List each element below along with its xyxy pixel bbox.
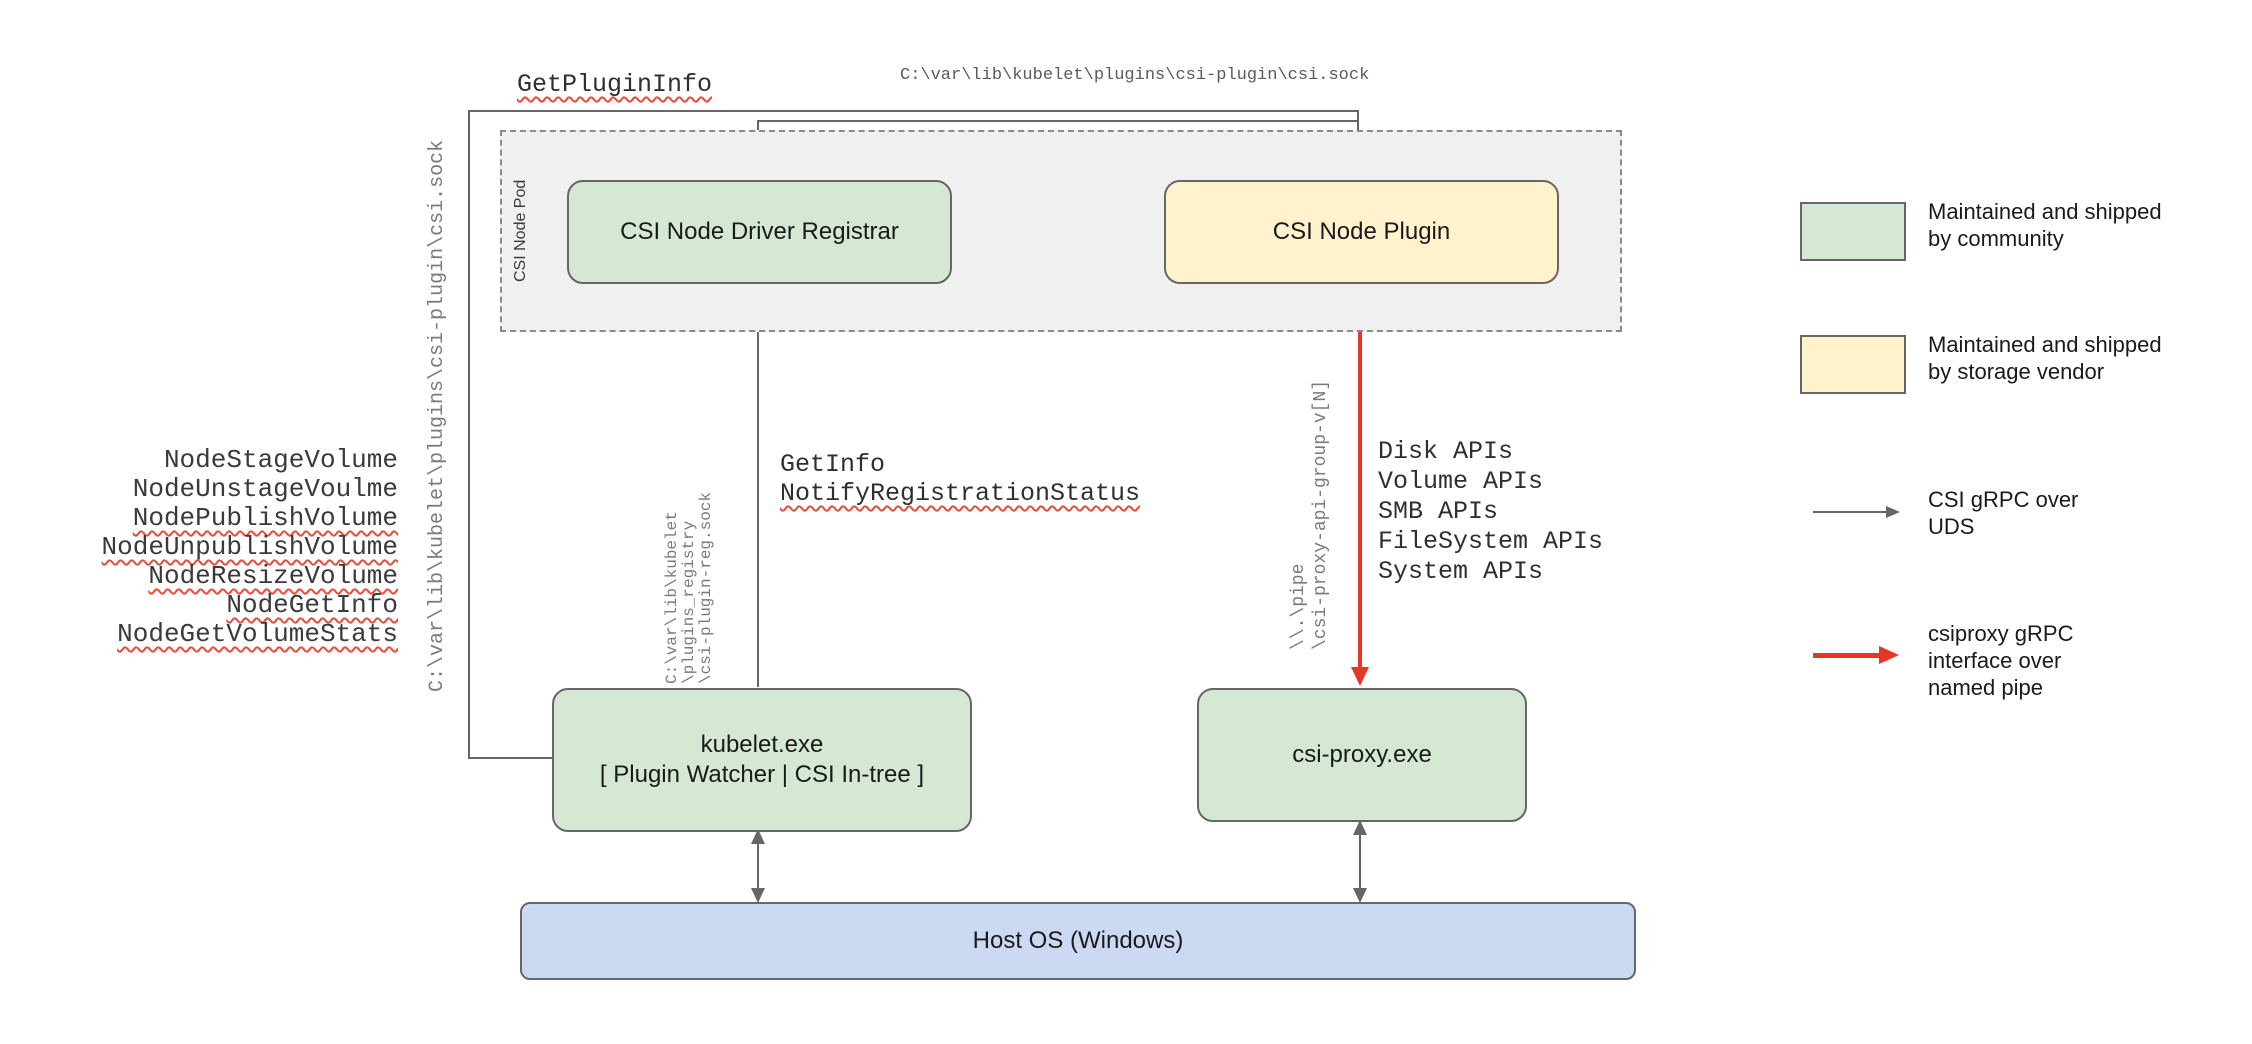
top-socket-path-label: C:\var\lib\kubelet\plugins\csi-plugin\cs… (900, 66, 1370, 85)
node-csi-node-driver-registrar: CSI Node Driver Registrar (567, 180, 952, 284)
kubelet-label-line1: kubelet.exe (700, 731, 824, 758)
rpc-node-get-volume-stats: NodeGetVolumeStats (117, 619, 398, 649)
edge-plugin-to-csiproxy-red (1358, 280, 1362, 672)
legend-community-line2: by community (1928, 226, 2064, 251)
legend-label-community: Maintained and shipped by community (1928, 198, 2162, 252)
arrowhead-up-csiproxy (1353, 820, 1367, 835)
legend-vendor-line2: by storage vendor (1928, 359, 2105, 384)
edge-kubelet-to-hostos (757, 832, 759, 900)
node-kubelet: kubelet.exe [ Plugin Watcher | CSI In-tr… (552, 688, 972, 832)
notify-registration-status-label: NotifyRegistrationStatus (780, 479, 1141, 508)
registration-rpcs-label: GetInfo NotifyRegistrationStatus (780, 450, 1140, 508)
node-csi-node-plugin: CSI Node Plugin (1164, 180, 1559, 284)
legend-uds-line2: UDS (1928, 514, 1975, 539)
named-pipe-label: \\.\pipe \csi-proxy-api-group-v[N] (1288, 380, 1332, 650)
legend-label-uds: CSI gRPC over UDS (1928, 486, 2078, 540)
legend-red-arrow-line (1813, 653, 1883, 658)
kubelet-label-line2: [ Plugin Watcher | CSI In-tree ] (599, 761, 925, 788)
edge-kubelet-left-stub (468, 757, 554, 759)
edge-csiproxy-to-hostos (1359, 822, 1361, 900)
legend-red-arrow-head (1879, 646, 1899, 664)
rpc-node-resize-volume: NodeResizeVolume (148, 561, 398, 591)
rpc-node-publish-volume: NodePublishVolume (132, 503, 398, 533)
node-csi-proxy: csi-proxy.exe (1197, 688, 1527, 822)
csi-proxy-label: csi-proxy.exe (1292, 741, 1432, 768)
legend-swatch-vendor (1800, 335, 1906, 394)
node-rpc-list: NodeStageVolume NodeUnstageVoulme NodePu… (90, 446, 398, 649)
rpc-node-unpublish-volume: NodeUnpublishVolume (101, 532, 398, 562)
edge-kubelet-to-registrar (757, 282, 759, 687)
rpc-node-unstage-volume: NodeUnstageVoulme (132, 474, 398, 504)
proxy-api-list: Disk APIs Volume APIs SMB APIs FileSyste… (1378, 437, 1603, 587)
legend-gray-arrow-head (1886, 506, 1900, 518)
node-plugin-label: CSI Node Plugin (1272, 218, 1451, 245)
host-os-label: Host OS (Windows) (972, 927, 1184, 954)
rpc-node-stage-volume: NodeStageVolume (163, 445, 398, 475)
edge-kubelet-to-plugin-top (468, 110, 1359, 112)
registry-path-line1: C:\var\lib\kubelet (663, 511, 681, 684)
get-info-label: GetInfo (780, 450, 886, 479)
registry-path-line2: \plugins_registry (680, 520, 698, 684)
node-host-os: Host OS (Windows) (520, 902, 1636, 980)
left-socket-path-label: C:\var\lib\kubelet\plugins\csi-plugin\cs… (426, 139, 449, 692)
registry-socket-path-label: C:\var\lib\kubelet \plugins_registry \cs… (663, 491, 715, 684)
arrowhead-down-hostos-right (1353, 888, 1367, 903)
api-volume: Volume APIs (1378, 467, 1544, 496)
arrowhead-down-hostos-left (751, 888, 765, 903)
legend-csiproxy-line1: csiproxy gRPC (1928, 621, 2074, 646)
legend-uds-line1: CSI gRPC over (1928, 487, 2079, 512)
rpc-node-get-info: NodeGetInfo (226, 590, 398, 620)
registrar-label: CSI Node Driver Registrar (620, 218, 899, 245)
legend-csiproxy-line3: named pipe (1928, 675, 2043, 700)
api-disk: Disk APIs (1378, 437, 1514, 466)
get-plugin-info-label: GetPluginInfo (517, 70, 713, 99)
edge-kubelet-left-vertical (468, 110, 470, 759)
legend-vendor-line1: Maintained and shipped (1928, 332, 2162, 357)
legend-swatch-community (1800, 202, 1906, 261)
api-filesystem: FileSystem APIs (1378, 527, 1604, 556)
legend-label-vendor: Maintained and shipped by storage vendor (1928, 331, 2162, 385)
arrowhead-up-kubelet (751, 829, 765, 844)
legend-label-csiproxy: csiproxy gRPC interface over named pipe (1928, 620, 2073, 701)
legend-community-line1: Maintained and shipped (1928, 199, 2162, 224)
legend-gray-arrow-line (1813, 511, 1888, 513)
named-pipe-line2: \csi-proxy-api-group-v[N] (1311, 379, 1331, 650)
named-pipe-line1: \\.\pipe (1289, 563, 1309, 650)
registry-path-line3: \csi-plugin-reg.sock (697, 491, 715, 684)
api-system: System APIs (1378, 557, 1544, 586)
api-smb: SMB APIs (1378, 497, 1499, 526)
legend-csiproxy-line2: interface over (1928, 648, 2062, 673)
csi-node-pod-label: CSI Node Pod (512, 179, 529, 282)
edge-registrar-to-plugin-top (757, 120, 1359, 122)
arrowhead-into-csiproxy-red (1351, 667, 1369, 686)
